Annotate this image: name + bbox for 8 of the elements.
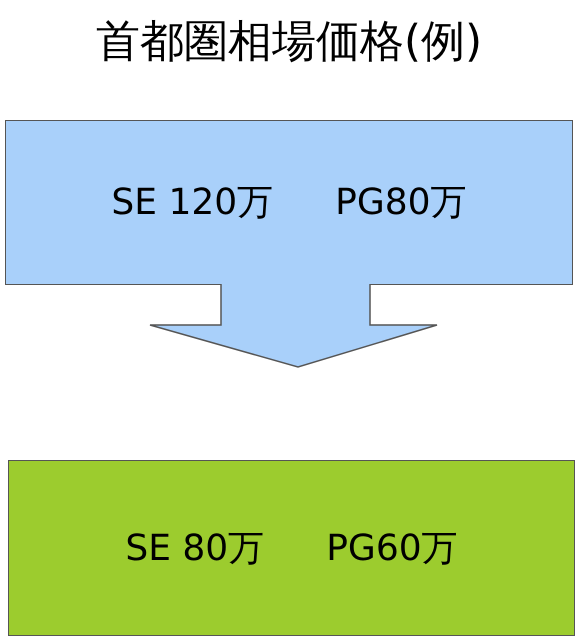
price-text: SE 120万	[111, 181, 274, 225]
price-text: SE 80万	[125, 526, 264, 570]
text-box	[8, 460, 575, 636]
price-text: PG60万	[326, 526, 458, 570]
price-text: PG80万	[335, 181, 467, 225]
title: 首都圏相場価格(例)	[94, 15, 484, 69]
text-box	[5, 120, 573, 285]
block-arrow	[149, 283, 438, 368]
